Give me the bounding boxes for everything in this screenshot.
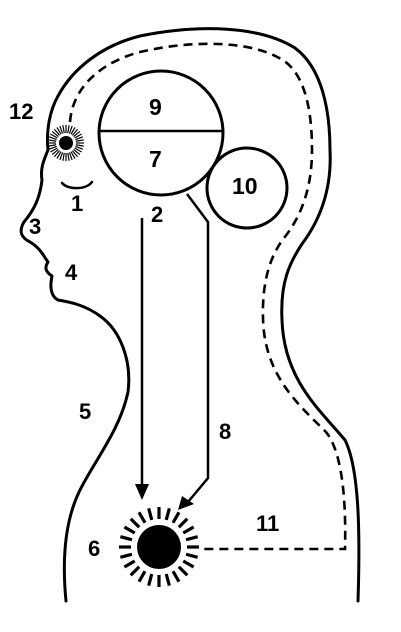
body-outline xyxy=(19,27,361,603)
label-7: 7 xyxy=(149,146,162,172)
ray-mark xyxy=(70,151,76,159)
ray-mark xyxy=(53,150,61,158)
forehead-point xyxy=(48,125,84,161)
ray-mark xyxy=(119,552,133,559)
ray-mark xyxy=(185,552,199,559)
ray-mark xyxy=(48,144,57,147)
ray-mark xyxy=(51,148,59,156)
ray-mark xyxy=(67,125,70,134)
ray-mark xyxy=(75,144,84,147)
ray-mark xyxy=(70,127,76,135)
label-8: 8 xyxy=(219,419,232,444)
label-1: 1 xyxy=(71,191,84,216)
ray-mark xyxy=(68,125,73,134)
ray-mark xyxy=(56,127,62,135)
ray-mark xyxy=(62,152,65,161)
label-11: 11 xyxy=(256,511,280,536)
label-4: 4 xyxy=(65,260,78,285)
label-12: 12 xyxy=(9,99,34,124)
ray-mark xyxy=(119,535,133,542)
ray-mark xyxy=(50,147,58,153)
ray-mark xyxy=(74,147,82,153)
ray-mark xyxy=(75,145,84,150)
ray-mark xyxy=(137,570,147,583)
ray-mark xyxy=(59,152,64,161)
brain-circle xyxy=(97,69,225,197)
label-2: 2 xyxy=(151,202,164,227)
ray-mark xyxy=(182,559,195,569)
ray-mark xyxy=(147,507,154,521)
ray-mark xyxy=(67,152,70,161)
ray-mark xyxy=(71,150,79,158)
ray-mark xyxy=(164,507,171,521)
ray-mark xyxy=(129,565,141,577)
ray-mark xyxy=(62,125,65,134)
eye-mark xyxy=(60,180,94,190)
ray-mark xyxy=(177,565,189,577)
ray-mark xyxy=(75,139,84,142)
label-5: 5 xyxy=(79,399,92,424)
ray-mark xyxy=(73,130,81,138)
label-9: 9 xyxy=(149,94,162,120)
ray-mark xyxy=(48,136,57,141)
ray-mark xyxy=(123,525,136,535)
ray-mark xyxy=(53,128,61,136)
ray-mark xyxy=(171,511,181,524)
dashed-channel xyxy=(68,42,347,551)
ray-mark xyxy=(182,525,195,535)
label-3: 3 xyxy=(29,214,42,239)
ray-mark xyxy=(50,133,58,139)
arrow-right-path xyxy=(186,193,210,503)
label-6: 6 xyxy=(88,536,101,561)
arrow-left-head xyxy=(135,484,149,500)
ray-mark xyxy=(137,511,147,524)
ray-mark xyxy=(48,139,57,142)
ray-mark xyxy=(56,151,62,159)
label-10: 10 xyxy=(232,173,258,199)
center-rays xyxy=(119,507,199,587)
ray-mark xyxy=(123,559,136,569)
ray-mark xyxy=(73,148,81,156)
ray-mark xyxy=(185,535,199,542)
ray-mark xyxy=(147,573,154,587)
arrow-right-head xyxy=(178,496,194,510)
ray-mark xyxy=(74,133,82,139)
ray-mark xyxy=(164,573,171,587)
ray-mark xyxy=(129,517,141,529)
ray-mark xyxy=(71,128,79,136)
ray-mark xyxy=(68,152,73,161)
ray-mark xyxy=(177,517,189,529)
ray-mark xyxy=(171,570,181,583)
ray-mark xyxy=(51,130,59,138)
center-disc xyxy=(137,525,181,569)
small-circle xyxy=(205,146,289,230)
forehead-dot xyxy=(59,136,73,150)
ray-mark xyxy=(59,125,64,134)
ray-mark xyxy=(48,145,57,150)
ray-mark xyxy=(75,136,84,141)
